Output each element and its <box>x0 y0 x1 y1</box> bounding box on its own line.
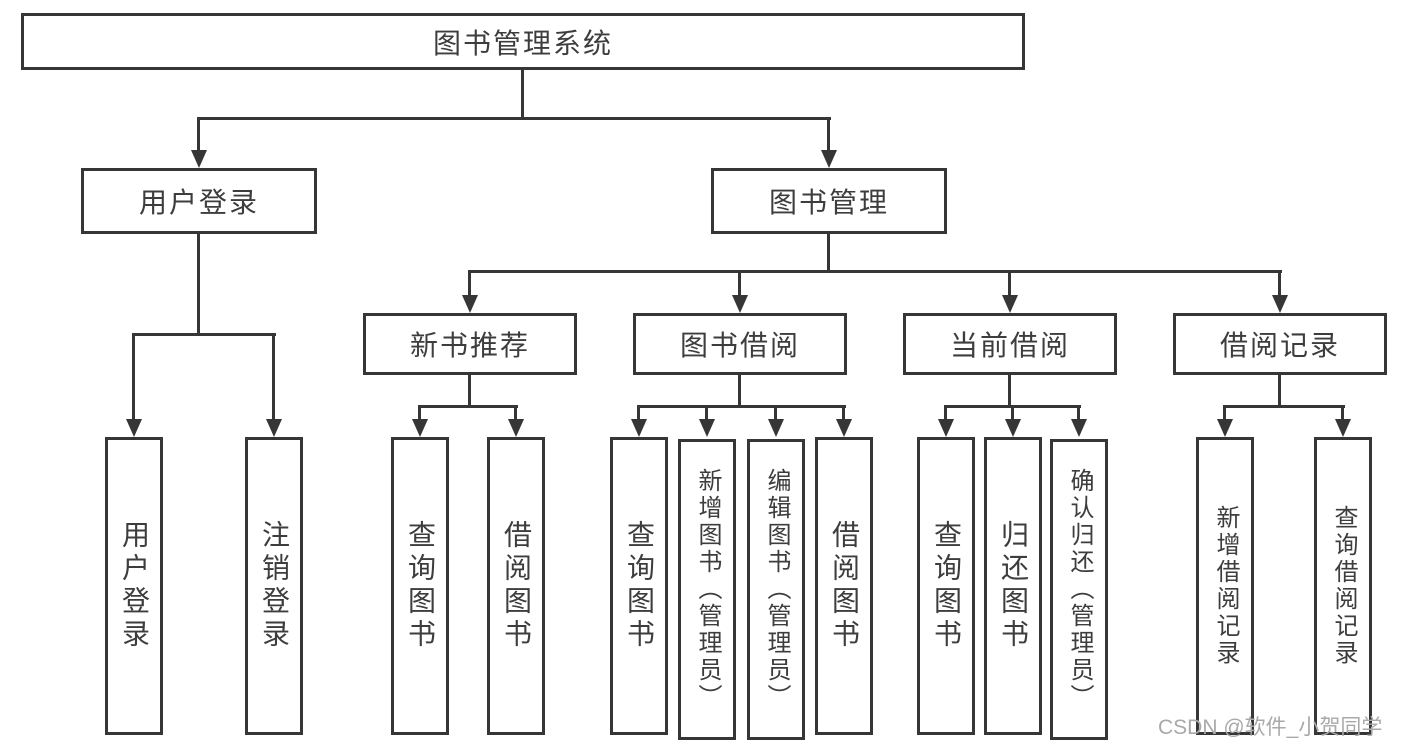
node-label: 借阅图书 <box>501 520 532 652</box>
node-book-management: 图书管理 <box>711 168 947 234</box>
arrow-down-icon <box>836 419 852 437</box>
node-label: 归还图书 <box>998 520 1029 652</box>
node-add-borrow-record: 新增借阅记录 <box>1196 437 1254 735</box>
arrow-down-icon <box>508 419 524 437</box>
arrow-down-icon <box>266 419 282 437</box>
node-label: 借阅图书 <box>829 520 860 652</box>
arrow-down-icon <box>1002 295 1018 313</box>
node-borrow-books: 借阅图书 <box>815 437 873 735</box>
node-label: 用户登录 <box>119 520 150 652</box>
connector-line <box>418 405 421 421</box>
connector-line <box>132 333 135 421</box>
connector-line <box>827 117 830 153</box>
arrow-down-icon <box>412 419 428 437</box>
connector-line <box>1008 375 1011 408</box>
node-label: 查询图书 <box>405 520 436 652</box>
arrow-down-icon <box>821 150 837 168</box>
node-label: 确认归还（管理员） <box>1066 468 1093 711</box>
connector-line <box>197 117 200 153</box>
connector-line <box>468 270 471 298</box>
connector-line <box>1011 405 1014 421</box>
arrow-down-icon <box>126 419 142 437</box>
arrow-down-icon <box>699 419 715 437</box>
node-return-books: 归还图书 <box>984 437 1042 735</box>
connector-line <box>1008 270 1011 298</box>
arrow-down-icon <box>938 419 954 437</box>
node-label: 注销登录 <box>259 520 290 652</box>
arrow-down-icon <box>1272 295 1288 313</box>
node-label: 图书管理 <box>768 187 889 218</box>
connector-line <box>842 405 845 421</box>
arrow-down-icon <box>768 419 784 437</box>
node-label: 新增借阅记录 <box>1212 505 1239 667</box>
arrow-down-icon <box>1071 419 1087 437</box>
node-book-borrowing: 图书借阅 <box>633 313 847 375</box>
node-new-book-recommendation: 新书推荐 <box>363 313 577 375</box>
node-query-borrow-record: 查询借阅记录 <box>1314 437 1372 735</box>
connector-line <box>468 375 471 408</box>
node-label: 用户登录 <box>138 187 259 218</box>
csdn-watermark: CSDN @软件_小贺同学 <box>1158 716 1383 739</box>
node-label: 当前借阅 <box>949 330 1070 361</box>
connector-line <box>468 270 1282 273</box>
arrow-down-icon <box>1335 419 1351 437</box>
node-label: 查询借阅记录 <box>1330 505 1357 667</box>
connector-line <box>272 333 275 421</box>
arrow-down-icon <box>631 419 647 437</box>
arrow-down-icon <box>732 295 748 313</box>
connector-line <box>197 234 200 336</box>
connector-line <box>1278 375 1281 408</box>
connector-line <box>1223 405 1226 421</box>
node-label: 新书推荐 <box>409 330 530 361</box>
node-current-borrowing: 当前借阅 <box>903 313 1117 375</box>
connector-line <box>1278 270 1281 298</box>
connector-line <box>418 405 518 408</box>
connector-line <box>738 375 741 408</box>
node-edit-book-admin: 编辑图书（管理员） <box>747 439 805 740</box>
connector-line <box>738 270 741 298</box>
node-label: 图书管理系统 <box>432 27 613 59</box>
connector-line <box>1223 405 1345 408</box>
connector-line <box>132 333 276 336</box>
connector-line <box>197 117 831 120</box>
node-label: 查询图书 <box>931 520 962 652</box>
node-query-books-borrowing: 查询图书 <box>610 437 668 735</box>
node-query-books-recommend: 查询图书 <box>391 437 449 735</box>
connector-line <box>827 234 830 273</box>
connector-line <box>637 405 846 408</box>
node-label: 新增图书（管理员） <box>694 468 721 711</box>
node-confirm-return-admin: 确认归还（管理员） <box>1050 439 1108 740</box>
node-borrowing-records: 借阅记录 <box>1173 313 1387 375</box>
node-label: 借阅记录 <box>1219 330 1340 361</box>
node-label: 编辑图书（管理员） <box>763 468 790 711</box>
connector-line <box>705 405 708 421</box>
node-user-login-leaf: 用户登录 <box>105 437 163 735</box>
arrow-down-icon <box>191 150 207 168</box>
node-label: 查询图书 <box>624 520 655 652</box>
arrow-down-icon <box>1217 419 1233 437</box>
node-library-management-system: 图书管理系统 <box>21 13 1025 70</box>
connector-line <box>1341 405 1344 421</box>
node-user-login: 用户登录 <box>81 168 317 234</box>
connector-line <box>774 405 777 421</box>
connector-line <box>637 405 640 421</box>
arrow-down-icon <box>462 295 478 313</box>
arrow-down-icon <box>1005 419 1021 437</box>
node-borrow-books-recommend: 借阅图书 <box>487 437 545 735</box>
node-add-book-admin: 新增图书（管理员） <box>678 439 736 740</box>
connector-line <box>944 405 947 421</box>
connector-line <box>1077 405 1080 421</box>
connector-line <box>514 405 517 421</box>
node-logout: 注销登录 <box>245 437 303 735</box>
connector-line <box>521 70 524 120</box>
node-label: 图书借阅 <box>679 330 800 361</box>
node-query-books-current: 查询图书 <box>917 437 975 735</box>
